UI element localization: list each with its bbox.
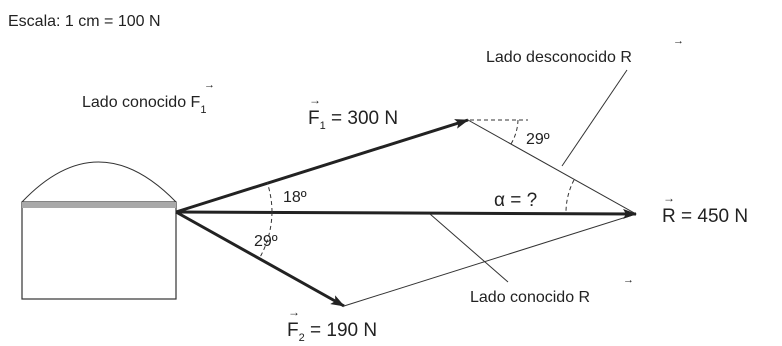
angle-arc-alpha (565, 179, 575, 214)
r-arrow: → (663, 191, 675, 205)
r-value: = 450 N (676, 206, 748, 227)
f2-value: = 190 N (305, 320, 377, 341)
scale-label: Escala: 1 cm = 100 N (8, 13, 161, 30)
f1-arrow: → (309, 93, 321, 107)
f1-symbol: F (308, 108, 320, 129)
vector-f1 (175, 118, 469, 214)
body-box (21, 201, 177, 300)
unknown-side-label: Lado desconocido R (486, 49, 632, 66)
unknown-side-r-line (467, 119, 637, 215)
angle-label-alpha: α = ? (494, 190, 537, 211)
f2-symbol: F (287, 320, 299, 341)
angle-label-upper-tip: 29º (526, 131, 550, 148)
f1-value: = 300 N (326, 108, 398, 129)
f1-label: F1 = 300 N (308, 108, 398, 132)
f1-sub: 1 (320, 120, 326, 132)
f2-label: F2 = 190 N (287, 320, 377, 344)
vector-f2 (175, 210, 345, 308)
vector-r (175, 208, 637, 219)
known-side-r-label: Lado conocido R (470, 289, 590, 306)
body-band (22, 202, 176, 208)
known-side-r-leader-line (429, 213, 509, 283)
body-dome (21, 161, 177, 203)
known-side-f1-label: Lado conocido F1 (82, 94, 206, 116)
angle-arc-lower-origin (258, 211, 273, 260)
known-side-f1-text: Lado conocido F (82, 94, 201, 111)
angle-label-lower-origin: 29º (254, 233, 278, 250)
r-symbol: R (662, 206, 676, 227)
unknown-side-arrow: → (673, 35, 684, 47)
known-side-r-arrow: → (623, 274, 634, 286)
angle-arc-upper-origin (266, 181, 273, 213)
body-block (21, 161, 177, 300)
f2-sub: 2 (299, 332, 305, 344)
angle-label-upper-origin: 18º (283, 189, 307, 206)
known-side-f1-arrow: → (204, 79, 215, 91)
known-side-f1-sub: 1 (200, 104, 206, 116)
f2-arrow: → (288, 305, 300, 319)
unknown-side-leader-line (561, 69, 628, 167)
known-side-r-line-lower (343, 213, 637, 307)
r-label: R = 450 N (662, 206, 748, 227)
angle-arc-upper-tip (510, 119, 519, 145)
